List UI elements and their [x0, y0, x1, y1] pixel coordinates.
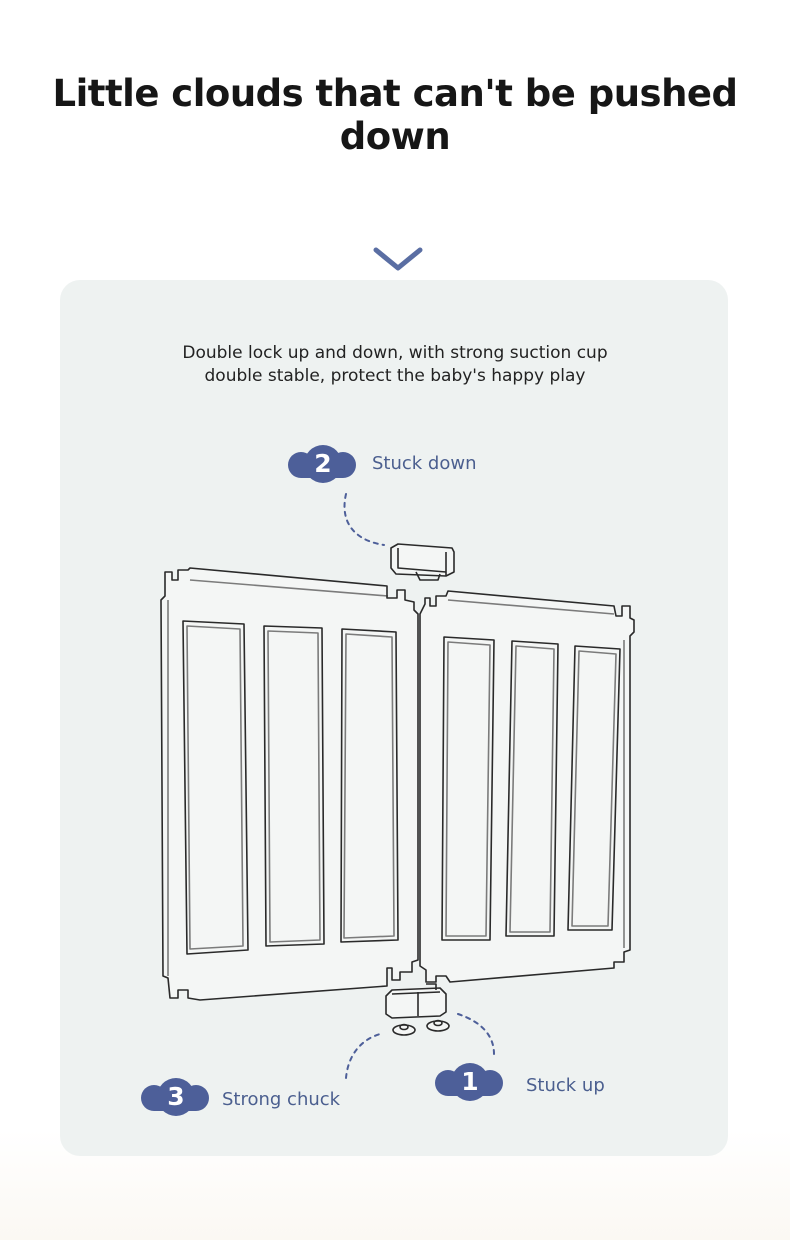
cloud-badge-icon [141, 1078, 209, 1116]
description-line-1: Double lock up and down, with strong suc… [182, 343, 608, 363]
callout-label-strong-chuck: Strong chuck [222, 1089, 341, 1110]
left-fence-panel [160, 567, 419, 1001]
cloud-badge-icon [288, 445, 356, 483]
callout-number-3: 3 [167, 1082, 185, 1111]
callout-number-2: 2 [314, 449, 332, 478]
page-title: Little clouds that can't be pushed down [52, 72, 739, 158]
description-line-2: double stable, protect the baby's happy … [204, 366, 586, 386]
callout-label-stuck-down: Stuck down [372, 453, 477, 474]
callout-number-1: 1 [461, 1067, 479, 1096]
right-fence-panel [419, 590, 635, 983]
cloud-badge-icon [435, 1063, 503, 1101]
feature-description: Double lock up and down, with strong suc… [0, 342, 790, 388]
leader-line-stuck-up [457, 1013, 495, 1055]
leader-line-strong-chuck [345, 1033, 381, 1079]
chevron-down-icon [373, 247, 423, 271]
suction-cups [392, 1019, 450, 1036]
bottom-lock-clip [385, 983, 447, 1019]
leader-line-stuck-down [343, 493, 385, 546]
callout-label-stuck-up: Stuck up [526, 1075, 605, 1096]
top-lock-clip [390, 543, 455, 581]
